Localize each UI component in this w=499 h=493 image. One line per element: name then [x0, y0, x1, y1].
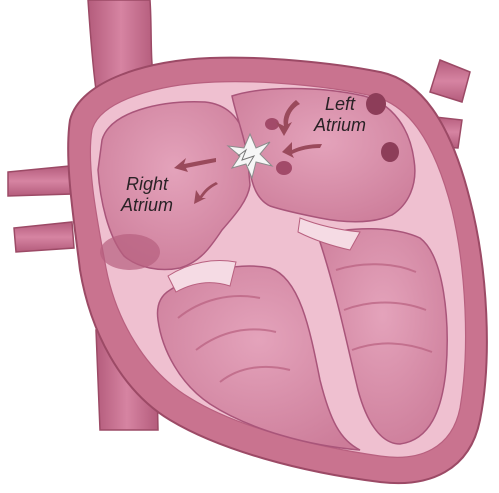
right-atrium-label-line2: Atrium [109, 195, 185, 216]
left-atrium-label-line2: Atrium [303, 115, 377, 136]
left-atrium-label-line1: Left [303, 94, 377, 115]
right-pulmonary-veins [8, 166, 74, 252]
left-atrium-label: Left Atrium [303, 94, 377, 136]
right-atrium-label: Right Atrium [109, 174, 185, 216]
right-atrium-label-line1: Right [109, 174, 185, 195]
